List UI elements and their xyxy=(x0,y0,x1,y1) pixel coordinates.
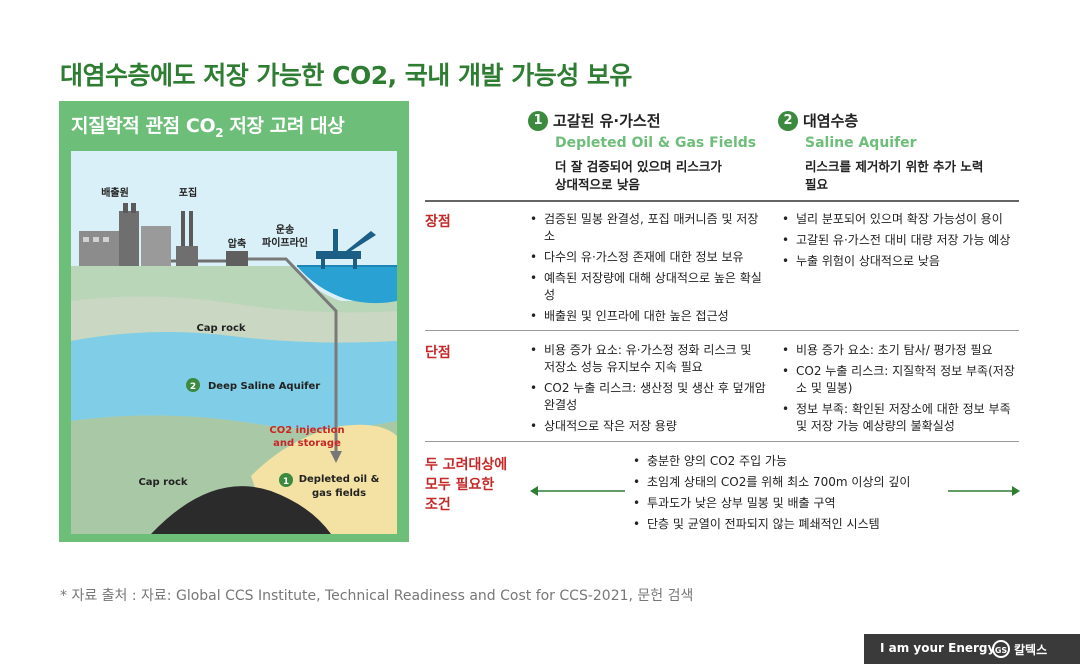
source-note: * 자료 출처 : 자료: Global CCS Institute, Tech… xyxy=(60,588,694,604)
label-compress: 압축 xyxy=(228,237,246,250)
column-1-title-ko: 고갈된 유·가스전 xyxy=(553,112,661,130)
column-2-badge: 2 xyxy=(778,110,798,131)
row-label-pros: 장점 xyxy=(425,214,451,230)
label-injection-1: CO2 injection xyxy=(269,425,344,436)
list-item: 배출원 및 인프라에 대한 높은 접근성 xyxy=(530,308,766,325)
gs-logo-icon: GS xyxy=(992,640,1010,658)
label-depleted-2: gas fields xyxy=(312,488,366,499)
list-item: 널리 분포되어 있으며 확장 가능성이 용이 xyxy=(782,211,1022,228)
list-item: 예측된 저장량에 대해 상대적으로 높은 확실성 xyxy=(530,270,766,304)
cons-saline-list: 비용 증가 요소: 초기 탐사/ 평가정 필요 CO2 누출 리스크: 지질학적… xyxy=(782,342,1018,439)
label-injection-2: and storage xyxy=(273,438,341,449)
column-header-saline: 2 대염수층 Saline Aquifer xyxy=(778,110,917,151)
list-item: 충분한 양의 CO2 주입 가능 xyxy=(633,453,943,470)
list-item: 상대적으로 작은 저장 용량 xyxy=(530,418,766,435)
panel-title: 지질학적 관점 CO2 저장 고려 대상 xyxy=(71,115,345,140)
column-2-title-en: Saline Aquifer xyxy=(805,135,917,151)
brand-footer: I am your Energy GS 칼텍스 xyxy=(864,634,1080,664)
right-arrow-icon xyxy=(948,486,1020,496)
column-1-badge: 1 xyxy=(528,110,548,131)
list-item: 고갈된 유·가스전 대비 대량 저장 가능 예상 xyxy=(782,232,1022,249)
label-cap-rock-top: Cap rock xyxy=(196,323,245,334)
label-transport-1: 운송 xyxy=(276,224,294,236)
list-item: 비용 증가 요소: 초기 탐사/ 평가정 필요 xyxy=(782,342,1018,359)
label-cap-rock-bottom: Cap rock xyxy=(138,477,187,488)
brand-name: 칼텍스 xyxy=(1014,643,1048,657)
depleted-badge: 1 xyxy=(283,477,289,487)
left-arrow-icon xyxy=(530,486,625,496)
list-item: 투과도가 낮은 상부 밀봉 및 배출 구역 xyxy=(633,495,943,512)
cons-depleted-list: 비용 증가 요소: 유·가스정 정화 리스크 및 저장소 성능 유지보수 지속 … xyxy=(530,342,766,439)
list-item: 누출 위험이 상대적으로 낮음 xyxy=(782,253,1022,270)
list-item: 다수의 유·가스정 존재에 대한 정보 보유 xyxy=(530,249,766,266)
label-capture: 포집 xyxy=(179,187,197,199)
label-transport-2: 파이프라인 xyxy=(262,236,308,249)
row-label-common: 두 고려대상에 모두 필요한 조건 xyxy=(425,457,508,513)
column-2-title-ko: 대염수층 xyxy=(803,112,859,130)
label-depleted-1: Depleted oil & xyxy=(299,474,380,485)
brand-slogan: I am your Energy xyxy=(880,641,996,655)
cons-divider xyxy=(425,441,1019,442)
pros-depleted-list: 검증된 밀봉 완결성, 포집 매커니즘 및 저장소 다수의 유·가스정 존재에 … xyxy=(530,211,766,329)
list-item: CO2 누출 리스크: 지질학적 정보 부족(저장소 및 밀봉) xyxy=(782,363,1018,397)
header-divider xyxy=(425,200,1019,202)
column-1-title-en: Depleted Oil & Gas Fields xyxy=(555,135,757,151)
pros-saline-list: 널리 분포되어 있으며 확장 가능성이 용이 고갈된 유·가스전 대비 대량 저… xyxy=(782,211,1022,274)
column-header-depleted: 1 고갈된 유·가스전 Depleted Oil & Gas Fields xyxy=(528,110,756,151)
list-item: CO2 누출 리스크: 생산정 및 생산 후 덮개암 완결성 xyxy=(530,380,766,414)
label-saline: Deep Saline Aquifer xyxy=(208,381,320,392)
list-item: 단층 및 균열이 전파되지 않는 폐쇄적인 시스템 xyxy=(633,516,943,533)
label-emission: 배출원 xyxy=(101,186,129,199)
illustration-panel: 지질학적 관점 CO2 저장 고려 대상 xyxy=(59,101,409,542)
list-item: 정보 부족: 확인된 저장소에 대한 정보 부족 및 저장 가능 예상량의 불확… xyxy=(782,401,1018,435)
svg-text:GS: GS xyxy=(995,646,1008,655)
geology-illustration: 배출원 포집 압축 운송 파이프라인 Cap rock 2 Deep Salin… xyxy=(71,151,397,534)
pros-divider xyxy=(425,330,1019,331)
list-item: 검증된 밀봉 완결성, 포집 매커니즘 및 저장소 xyxy=(530,211,766,245)
list-item: 초임계 상태의 CO2를 위해 최소 700m 이상의 깊이 xyxy=(633,474,943,491)
common-conditions-list: 충분한 양의 CO2 주입 가능 초임계 상태의 CO2를 위해 최소 700m… xyxy=(633,453,943,537)
saline-badge: 2 xyxy=(190,382,196,392)
page-title: 대염수층에도 저장 가능한 CO2, 국내 개발 가능성 보유 xyxy=(60,61,632,90)
row-label-cons: 단점 xyxy=(425,345,451,361)
list-item: 비용 증가 요소: 유·가스정 정화 리스크 및 저장소 성능 유지보수 지속 … xyxy=(530,342,766,376)
